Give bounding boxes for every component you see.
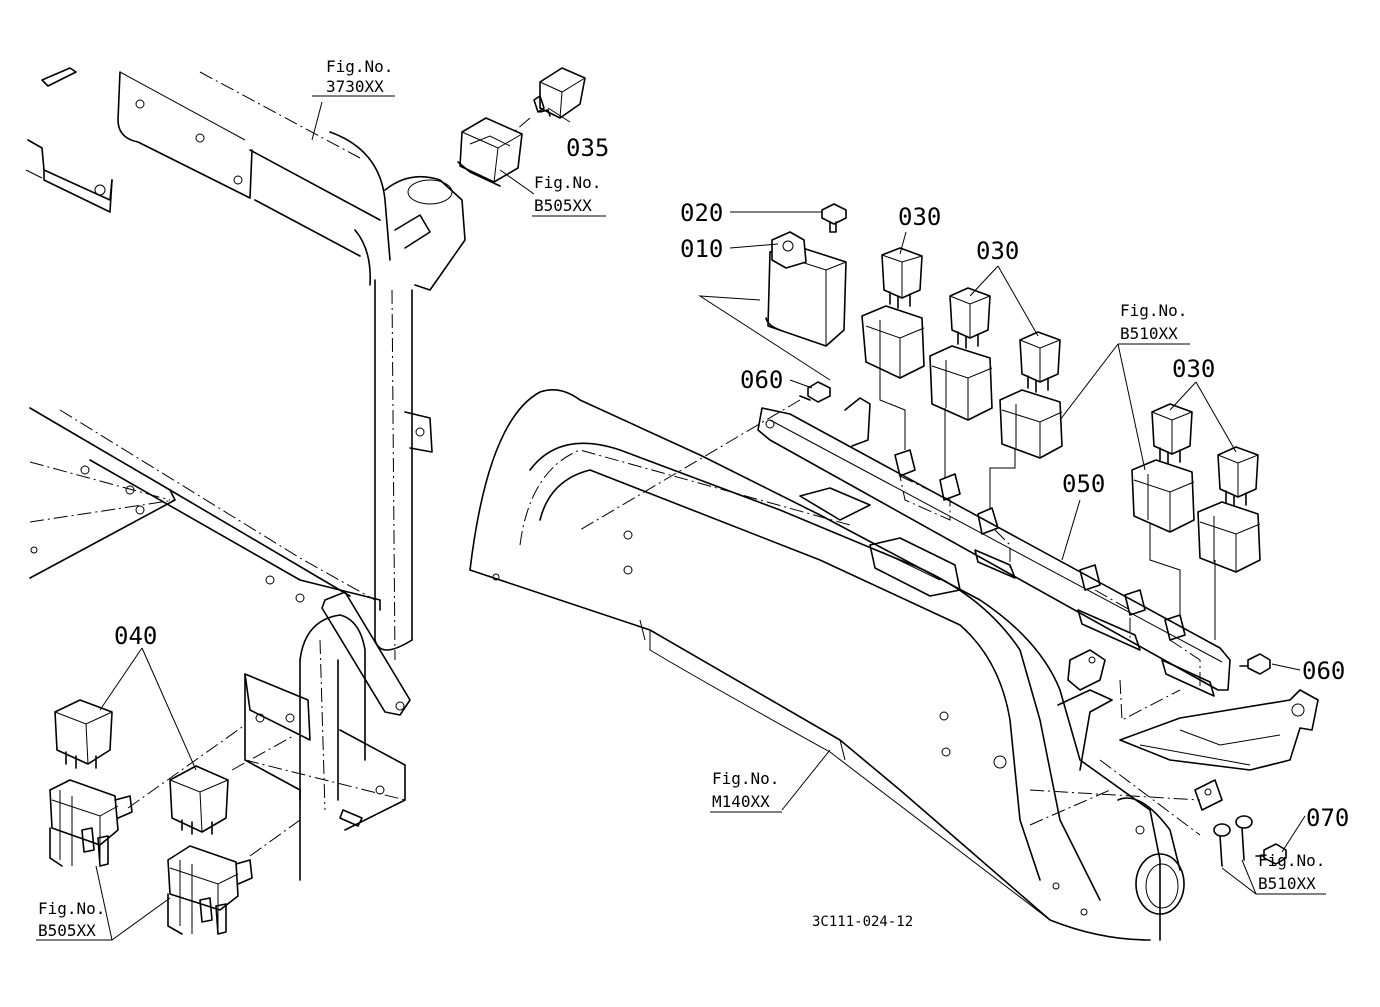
fig-b510-bottom-code: B510XX (1258, 874, 1316, 893)
relay-040-set (49, 699, 301, 935)
fig-b505-top-prefix: Fig.No. (534, 173, 601, 192)
label-010: 010 (680, 235, 723, 263)
fig-b510-bottom-prefix: Fig.No. (1258, 851, 1325, 870)
fig-b505-top-code: B505XX (534, 196, 592, 215)
label-070: 070 (1306, 804, 1349, 832)
drawing-code: 3C111-024-12 (812, 914, 913, 930)
label-060-b: 060 (1302, 657, 1345, 685)
label-020: 020 (680, 199, 723, 227)
fig-b510-top-prefix: Fig.No. (1120, 301, 1187, 320)
housing-drawing (469, 389, 1319, 941)
label-035: 035 (566, 134, 609, 162)
fig-3730-prefix: Fig.No. (326, 57, 393, 76)
label-030-c: 030 (1172, 355, 1215, 383)
part-labels: 035 020 010 030 030 030 060 050 060 070 … (114, 134, 1349, 832)
fig-b505-bottom-prefix: Fig.No. (38, 899, 105, 918)
bolt-070-terminals (1213, 815, 1287, 867)
fig-m140-prefix: Fig.No. (712, 769, 779, 788)
relay-bracket-050 (757, 397, 1231, 697)
fig-m140-code: M140XX (712, 792, 770, 811)
leader-lines (36, 95, 1326, 941)
figure-references: Fig.No. 3730XX Fig.No. B505XX Fig.No. B5… (38, 57, 1325, 940)
fig-b505-bottom-code: B505XX (38, 921, 96, 940)
bolts-060 (579, 381, 1271, 675)
bolt-020 (821, 203, 847, 233)
flasher-010 (765, 231, 847, 347)
fig-3730-code: 3730XX (326, 77, 384, 96)
label-050: 050 (1062, 470, 1105, 498)
label-030-b: 030 (976, 237, 1019, 265)
relay-035 (457, 67, 586, 187)
relays-030 (861, 247, 1261, 640)
left-frame-drawing (25, 67, 466, 881)
label-030-a: 030 (898, 203, 941, 231)
label-040: 040 (114, 622, 157, 650)
fig-b510-top-code: B510XX (1120, 324, 1178, 343)
label-060-a: 060 (740, 366, 783, 394)
